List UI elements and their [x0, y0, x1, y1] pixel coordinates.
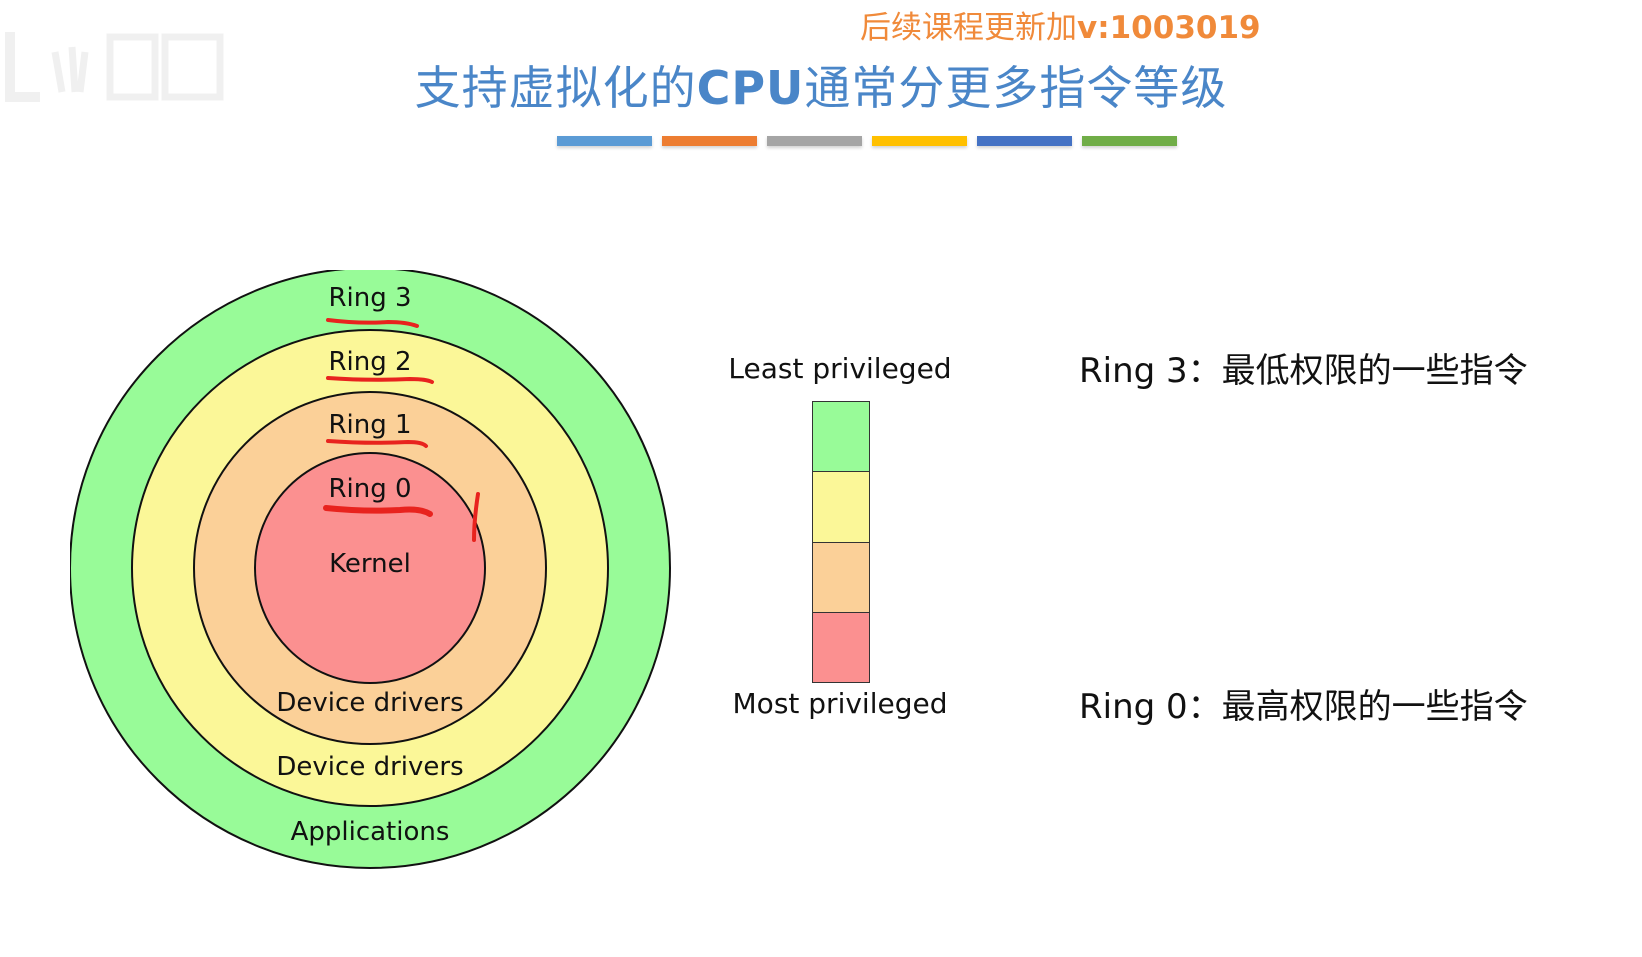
ring-3-note-desc: 最低权限的一些指令 [1221, 351, 1528, 391]
ring-2-underline-annotation [326, 376, 434, 384]
least-privileged-label: Least privileged [728, 352, 952, 385]
accent-bar-3 [767, 136, 862, 146]
watermark-logo-icon [5, 32, 224, 102]
ring-2-content-label: Device drivers [276, 752, 463, 782]
privilege-scale-bar [812, 401, 870, 683]
most-privileged-label: Most privileged [732, 687, 948, 720]
ring-3-note-separator: ： [1187, 351, 1222, 391]
accent-bar-5 [977, 136, 1072, 146]
ring-0-note: Ring 0：最高权限的一些指令 [1079, 679, 1528, 728]
accent-bar-4 [872, 136, 967, 146]
ring-0-underline-annotation [323, 505, 433, 517]
ring-2-label: Ring 2 [328, 347, 411, 377]
ring-1-content-label: Device drivers [276, 688, 463, 718]
privilege-scale-cell-1 [813, 402, 869, 473]
ring-3-content-label: Applications [291, 817, 450, 847]
ring-3-underline-annotation [326, 318, 419, 328]
ring-3-note-ring: Ring 3 [1079, 351, 1188, 391]
accent-bar-6 [1082, 136, 1177, 146]
watermark-prefix: 后续课程更新加 [860, 10, 1077, 46]
privilege-scale-cell-4 [813, 612, 869, 682]
ring-1-underline-annotation [326, 439, 428, 448]
ring-0-note-separator: ： [1187, 687, 1222, 727]
ring-0-note-ring: Ring 0 [1079, 687, 1188, 727]
ring-1-label: Ring 1 [328, 410, 411, 440]
protection-rings-diagram: Ring 3 Ring 2 Ring 1 Ring 0 Kernel Devic… [70, 270, 671, 869]
ring-3-label: Ring 3 [328, 283, 411, 313]
privilege-scale-cell-3 [813, 542, 869, 613]
ring-0-tick-annotation [472, 492, 480, 542]
ring-0-label: Ring 0 [328, 474, 411, 504]
ring-0-note-desc: 最高权限的一些指令 [1221, 687, 1528, 727]
privilege-scale-cell-2 [813, 472, 869, 543]
accent-bar-row [557, 136, 1177, 146]
page-title: 支持虚拟化的CPU通常分更多指令等级 [0, 52, 1642, 118]
title-part-1: 支持虚拟化的 [414, 61, 697, 115]
watermark-code: v:1003019 [1077, 10, 1261, 46]
watermark-text: 后续课程更新加v:1003019 [860, 2, 1261, 47]
ring-3-note: Ring 3：最低权限的一些指令 [1079, 343, 1528, 392]
accent-bar-1 [557, 136, 652, 146]
title-part-cpu: CPU [696, 61, 805, 115]
accent-bar-2 [662, 136, 757, 146]
title-part-2: 通常分更多指令等级 [804, 61, 1228, 115]
kernel-label: Kernel [329, 549, 411, 579]
